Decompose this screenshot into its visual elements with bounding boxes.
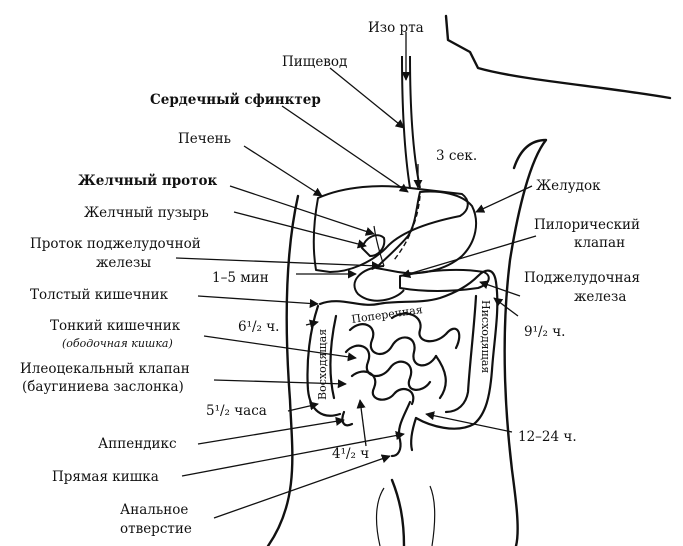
bile-duct-label: Желчный проток (78, 173, 218, 189)
descending-colon (414, 280, 499, 430)
small-intestine-label: Тонкий кишечник (50, 318, 181, 334)
descending-colon-inner (444, 294, 478, 414)
time-6-5-label: 6¹/₂ ч. (238, 319, 279, 335)
gallbladder-label: Желчный пузырь (84, 205, 209, 221)
right-torso-outline (503, 138, 548, 546)
appendix-label: Аппендикс (98, 436, 177, 452)
torso-inner-right (429, 485, 436, 546)
liver-label: Печень (178, 131, 231, 147)
body-outline (266, 14, 672, 546)
time-5-5-label: 5¹/₂ часа (206, 403, 267, 419)
time-4-5-label: 4¹/₂ ч (332, 446, 369, 462)
anus-label-2: отверстие (120, 521, 192, 537)
torso-inner-left (375, 487, 385, 546)
pancreas (399, 268, 490, 292)
rectum (390, 400, 418, 458)
large-intestine-label: Толстый кишечник (30, 287, 169, 303)
rectum-label: Прямая кишка (52, 469, 159, 485)
liver (312, 185, 469, 273)
pyloric-valve-label-2: клапан (574, 235, 625, 251)
leader-lines (175, 32, 537, 519)
gallbladder (361, 234, 386, 257)
appendix (341, 410, 354, 427)
time-1-5-label: 1–5 мин (212, 270, 269, 286)
stomach-inner (393, 195, 421, 261)
large-intestine (306, 269, 499, 430)
ileocecal-label-2: (баугиниева заслонка) (22, 379, 184, 395)
pancreas-label-1: Поджелудочная (524, 270, 640, 286)
pancreatic-duct-label-1: Проток поджелудочной (30, 236, 201, 252)
time-3s-label: 3 сек. (436, 148, 477, 164)
esophagus-label: Пищевод (282, 54, 347, 70)
time-12-24-label: 12–24 ч. (518, 429, 577, 445)
pyloric-valve-label-1: Пилорический (534, 217, 640, 233)
descending-colon-label: Нисходящая (479, 300, 492, 373)
stomach (375, 190, 478, 275)
transverse-colon (318, 269, 498, 306)
leg-divide-outline (390, 478, 406, 546)
time-9-5-label: 9¹/₂ ч. (524, 324, 565, 340)
pancreas-label-2: железа (574, 289, 626, 305)
ascending-colon-inner (329, 314, 338, 400)
esophagus (401, 55, 421, 189)
small-intestine (344, 312, 461, 406)
duodenum (353, 265, 405, 302)
mouth-label: Изо рта (368, 20, 424, 36)
ascending-colon-label: Восходящая (316, 329, 329, 400)
pancreatic-duct-label-2: железы (96, 255, 151, 271)
transverse-colon-label: Поперечная (351, 303, 424, 326)
cardiac-sphincter-label: Сердечный сфинктер (150, 92, 321, 108)
small-intestine-note: (ободочная кишка) (62, 337, 173, 350)
right-shoulder-outline (444, 14, 672, 100)
anus-label-1: Анальное (120, 502, 188, 518)
stomach-label: Желудок (536, 178, 601, 194)
left-torso-outline (266, 194, 300, 546)
ileocecal-label-1: Илеоцекальный клапан (20, 361, 190, 377)
